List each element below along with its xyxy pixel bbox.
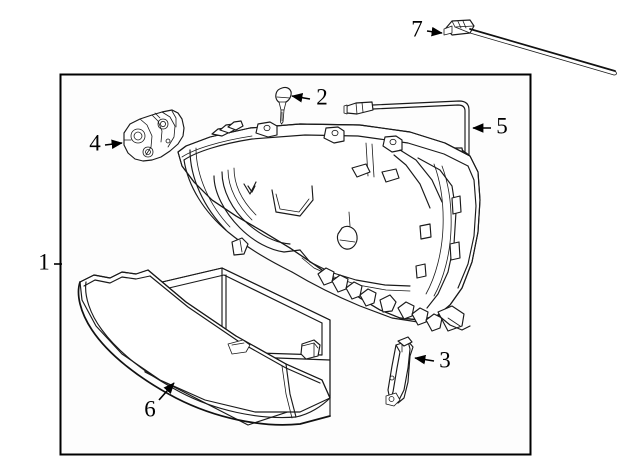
callout-5-label: 5 xyxy=(496,113,508,138)
callout-7-label: 7 xyxy=(411,16,423,41)
callout-2-leader xyxy=(291,92,311,103)
part-striker-bracket xyxy=(385,336,414,407)
callout-6-label: 6 xyxy=(144,396,156,421)
callout-1-label: 1 xyxy=(38,249,50,274)
callout-2-label: 2 xyxy=(316,84,328,109)
part-bumper-stop xyxy=(275,86,292,125)
part-lock-rod xyxy=(443,19,617,76)
callout-6-leader xyxy=(158,382,175,401)
part-glove-box-door xyxy=(77,267,331,426)
callout-4-label: 4 xyxy=(89,130,101,155)
callout-3-label: 3 xyxy=(439,347,451,372)
callout-4-leader xyxy=(104,139,123,149)
callout-7-leader xyxy=(426,26,443,37)
callout-6: 6 xyxy=(144,382,175,421)
callout-4: 4 xyxy=(89,130,123,155)
callout-3-leader xyxy=(414,354,435,365)
callout-5: 5 xyxy=(472,113,508,138)
callout-1: 1 xyxy=(38,249,62,274)
callout-7: 7 xyxy=(411,16,443,41)
callout-3: 3 xyxy=(414,347,451,372)
glove-box-housing xyxy=(177,120,481,332)
part-latch-actuator xyxy=(123,109,185,162)
callout-2: 2 xyxy=(291,84,328,109)
